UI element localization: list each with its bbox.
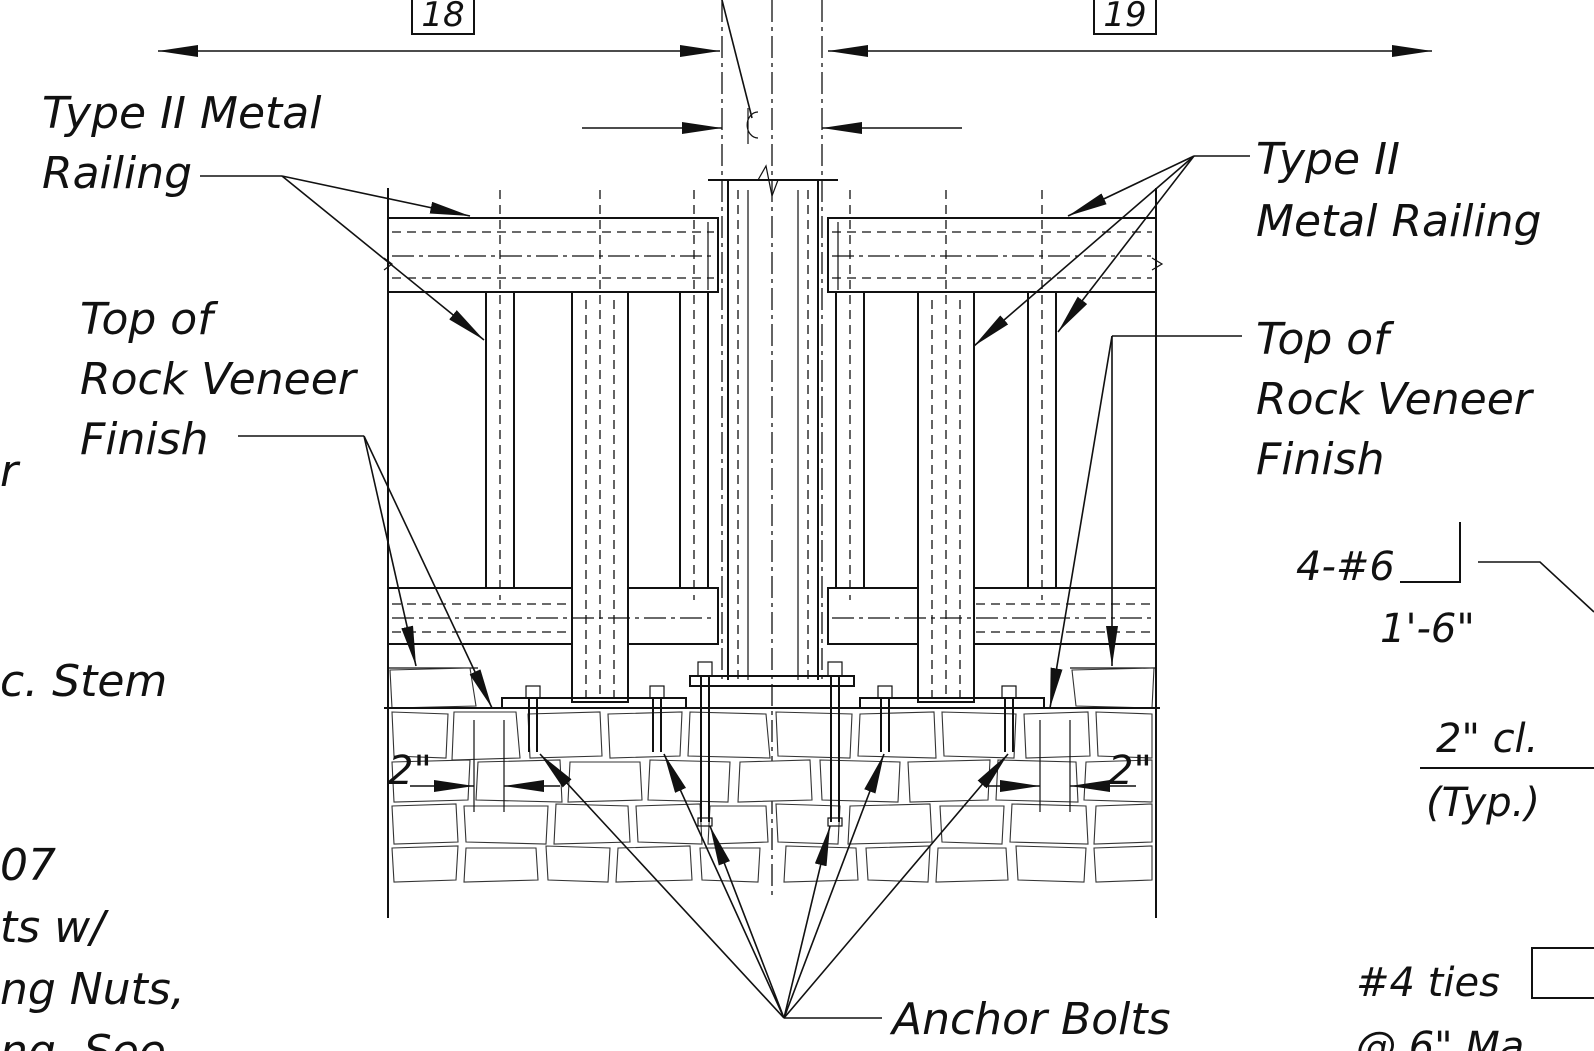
label-clear-cover: 2" cl. bbox=[1436, 716, 1538, 762]
leader-veneer-left bbox=[238, 435, 493, 709]
dim-2in-left bbox=[410, 720, 560, 812]
label-veneer-right-1: Top of bbox=[1256, 314, 1395, 365]
label-rebar-callout: 4-#6 bbox=[1296, 544, 1395, 590]
label-ties: #4 ties bbox=[1356, 960, 1500, 1006]
base-plates bbox=[501, 675, 1045, 709]
label-veneer-right-3: Finish bbox=[1256, 434, 1384, 485]
label-edge-left-r: r bbox=[0, 446, 21, 497]
label-veneer-left-1: Top of bbox=[80, 294, 219, 345]
dim-2in-right bbox=[984, 720, 1136, 812]
anchor-bolt-1 bbox=[525, 685, 541, 752]
left-balusters bbox=[485, 190, 709, 703]
left-bottom-rail bbox=[387, 587, 719, 669]
tag-19-text: 19 bbox=[1103, 0, 1146, 35]
label-edge-left-ts: ts w/ bbox=[0, 902, 109, 953]
label-anchor-bolts: Anchor Bolts bbox=[889, 994, 1171, 1045]
left-top-rail bbox=[387, 217, 719, 293]
centerline-symbol bbox=[746, 108, 759, 144]
rebar-callout bbox=[1400, 522, 1594, 999]
label-edge-right-ma: @ 6" Ma bbox=[1356, 1024, 1524, 1051]
tag-19-box: 19 bbox=[1093, 0, 1157, 35]
label-edge-left-see: ng. See bbox=[0, 1026, 166, 1051]
label-clear-cover-typ: (Typ.) bbox=[1426, 780, 1540, 826]
label-railing-left-2: Railing bbox=[42, 148, 192, 199]
label-veneer-left-3: Finish bbox=[80, 414, 208, 465]
leader-railing-left bbox=[200, 175, 485, 341]
label-edge-left-07: 07 bbox=[0, 840, 56, 891]
center-post bbox=[708, 164, 838, 680]
label-rebar-length: 1'-6" bbox=[1380, 606, 1475, 652]
leader-railing-right bbox=[973, 155, 1250, 347]
label-edge-left-stem: c. Stem bbox=[0, 656, 167, 707]
label-edge-left-nuts: ng Nuts, bbox=[0, 964, 185, 1015]
anchor-bolt-4 bbox=[827, 661, 843, 827]
right-bottom-rail bbox=[827, 587, 1157, 669]
label-railing-left-1: Type II Metal bbox=[42, 88, 322, 139]
anchor-bolt-5 bbox=[877, 685, 893, 752]
label-dim-2in-right: 2" bbox=[1108, 748, 1152, 794]
label-veneer-left-2: Rock Veneer bbox=[80, 354, 359, 405]
right-balusters bbox=[835, 190, 1057, 703]
anchor-bolt-3 bbox=[697, 661, 713, 827]
anchor-bolt-6 bbox=[1001, 685, 1017, 752]
tag-18-text: 18 bbox=[421, 0, 464, 35]
label-veneer-right-2: Rock Veneer bbox=[1256, 374, 1535, 425]
dimension-lines-top bbox=[158, 0, 1432, 144]
post-centerlines bbox=[721, 0, 823, 900]
label-railing-right-1: Type II bbox=[1256, 134, 1400, 185]
label-dim-2in-left: 2" bbox=[388, 748, 432, 794]
right-top-rail bbox=[827, 217, 1157, 293]
label-railing-right-2: Metal Railing bbox=[1256, 196, 1541, 247]
tag-18-box: 18 bbox=[411, 0, 475, 35]
anchor-bolt-group bbox=[525, 661, 1017, 827]
anchor-bolt-2 bbox=[649, 685, 665, 752]
leader-anchor-bolts bbox=[539, 753, 1009, 1019]
leader-veneer-right bbox=[1049, 335, 1242, 709]
